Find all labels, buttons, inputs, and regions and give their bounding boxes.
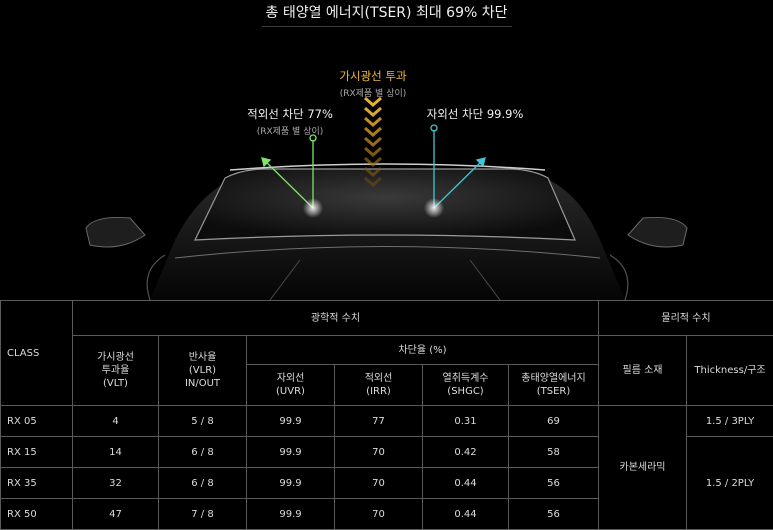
tser-header: 총태양열에너지(TSER)	[508, 364, 599, 406]
car-illustration	[85, 96, 688, 300]
car-hero-illustration: 가시광선 투과 (RX제품 별 상이) 적외선 차단 77% (RX제품 별 상…	[0, 30, 773, 300]
shgc-cell: 0.44	[422, 498, 509, 530]
visible-light-label: 가시광선 투과 (RX제품 별 상이)	[323, 68, 423, 99]
uvr-cell: 99.9	[246, 467, 335, 499]
shgc-cell: 0.44	[422, 467, 509, 499]
right-mirror	[627, 217, 688, 248]
film-header: 필름 소재	[598, 335, 687, 406]
uvr-cell: 99.9	[246, 498, 335, 530]
class-cell: RX 05	[0, 405, 73, 437]
infrared-label: 적외선 차단 77% (RX제품 별 상이)	[235, 106, 345, 137]
vlr-cell: 5 / 8	[158, 405, 247, 437]
visible-light-note: (RX제품 별 상이)	[339, 89, 407, 99]
irr-cell: 70	[334, 436, 423, 468]
vlr-header: 반사율(VLR)IN/OUT	[158, 335, 247, 406]
irr-cell: 70	[334, 467, 423, 499]
class-cell: RX 35	[0, 467, 73, 499]
vlt-cell: 14	[72, 436, 159, 468]
block-rate-header: 차단율 (%)	[246, 335, 599, 365]
vlt-cell: 47	[72, 498, 159, 530]
table-row: RX 15 14 6 / 8 99.9 70 0.42 58 1.5 / 2PL…	[0, 436, 773, 530]
shgc-cell: 0.42	[422, 436, 509, 468]
infrared-note: (RX제품 별 상이)	[256, 127, 324, 137]
windshield	[194, 168, 576, 241]
shgc-cell: 0.31	[422, 405, 509, 437]
physical-header: 물리적 수치	[598, 300, 773, 336]
table-row: RX 05 4 5 / 8 99.9 77 0.31 69 카본세라믹 1.5 …	[0, 405, 773, 530]
thickness-header: Thickness/구조	[686, 335, 773, 406]
uvr-header: 자외선(UVR)	[246, 364, 335, 406]
uv-title: 자외선 차단 99.9%	[426, 107, 524, 121]
irr-cell: 77	[334, 405, 423, 437]
optical-header: 광학적 수치	[72, 300, 599, 336]
class-cell: RX 15	[0, 436, 73, 468]
table-row: RX 35 32 6 / 8 99.9 70 0.44 56	[0, 467, 773, 499]
thickness-cell: 1.5 / 2PLY	[686, 436, 773, 530]
uv-indicator	[430, 124, 486, 209]
shgc-header: 열취득계수(SHGC)	[422, 364, 509, 406]
vlt-cell: 4	[72, 405, 159, 437]
table-row: RX 50 47 7 / 8 99.9 70 0.44 56	[0, 498, 773, 530]
uvr-cell: 99.9	[246, 436, 335, 468]
vlr-cell: 6 / 8	[158, 467, 247, 499]
tser-cell: 69	[508, 405, 599, 437]
left-mirror	[85, 217, 146, 248]
infrared-title: 적외선 차단 77%	[247, 107, 333, 121]
class-cell: RX 50	[0, 498, 73, 530]
vlr-cell: 7 / 8	[158, 498, 247, 530]
uv-label: 자외선 차단 99.9%	[420, 106, 530, 122]
visible-light-title: 가시광선 투과	[339, 69, 407, 83]
film-material-cell: 카본세라믹	[598, 405, 687, 530]
irr-header: 적외선(IRR)	[334, 364, 423, 406]
page-headline: 총 태양열 에너지(TSER) 최대 69% 차단	[265, 5, 508, 21]
thickness-cell: 1.5 / 3PLY	[686, 405, 773, 437]
tser-cell: 56	[508, 498, 599, 530]
infrared-indicator	[261, 134, 317, 209]
headline-rule	[262, 26, 512, 27]
class-header: CLASS	[0, 300, 73, 406]
vlt-cell: 32	[72, 467, 159, 499]
tser-cell: 56	[508, 467, 599, 499]
vlr-cell: 6 / 8	[158, 436, 247, 468]
visible-light-chevrons	[364, 96, 382, 187]
uvr-cell: 99.9	[246, 405, 335, 437]
tser-cell: 58	[508, 436, 599, 468]
irr-cell: 70	[334, 498, 423, 530]
